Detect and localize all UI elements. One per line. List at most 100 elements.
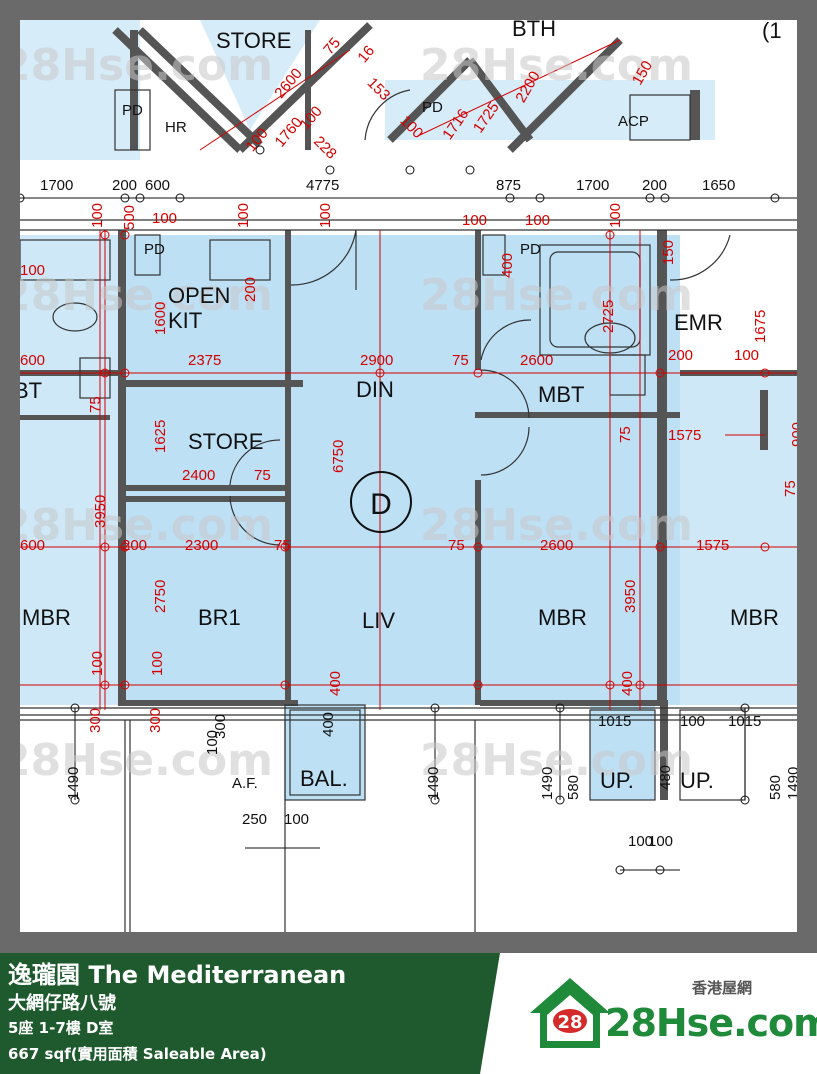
floor-plan: 28Hse.com 28Hse.com 28Hse.com 28Hse.com … bbox=[20, 20, 797, 932]
room-label-hr: HR bbox=[165, 119, 187, 136]
dim-r: 3950 bbox=[92, 495, 109, 528]
dim-b-1490: 1490 bbox=[785, 767, 797, 800]
footer: 逸瓏園 The Mediterranean 大網仔路八號 5座 1-7樓 D室 … bbox=[0, 953, 817, 1074]
property-unit: 5座 1-7樓 D室 bbox=[8, 1019, 114, 1037]
watermark: 28Hse.com bbox=[420, 270, 693, 321]
dim-top-1700: 1700 bbox=[40, 177, 73, 194]
property-address: 大網仔路八號 bbox=[8, 993, 116, 1014]
watermark: 28Hse.com bbox=[20, 500, 273, 551]
dim-b-100: 100 bbox=[680, 713, 705, 730]
room-label-af: A.F. bbox=[232, 775, 258, 792]
dim-b-1490: 1490 bbox=[425, 767, 442, 800]
dim-b-100: 100 bbox=[628, 833, 653, 850]
watermark: 28Hse.com bbox=[20, 270, 273, 321]
dim-r: 400 bbox=[499, 253, 516, 278]
room-label-bth-top: BTH bbox=[512, 20, 556, 41]
dim-r: 100 bbox=[525, 212, 550, 229]
dim-b-1015: 1015 bbox=[598, 713, 631, 730]
dim-r: 200 bbox=[668, 347, 693, 364]
dim-r: 200 bbox=[242, 277, 259, 302]
room-label-mbr: MBR bbox=[538, 605, 587, 630]
room-label-mbr-right: MBR bbox=[730, 605, 779, 630]
dim-r: 75 bbox=[782, 480, 797, 497]
house-logo-icon: 28 bbox=[530, 978, 610, 1048]
watermarks: 28Hse.com 28Hse.com 28Hse.com 28Hse.com … bbox=[20, 40, 693, 786]
dim-top-200: 200 bbox=[112, 177, 137, 194]
dim-b-100: 100 bbox=[204, 730, 221, 755]
dim-r: 2900 bbox=[360, 352, 393, 369]
room-label-bracket: (1 bbox=[762, 20, 782, 43]
logo-text: 28Hse.com bbox=[605, 1001, 817, 1045]
dim-r: 1600 bbox=[152, 302, 169, 335]
room-label-store-top: STORE bbox=[216, 28, 291, 53]
dim-r: 3950 bbox=[622, 580, 639, 613]
dim-r: 2375 bbox=[188, 352, 221, 369]
room-label-kit: KIT bbox=[168, 308, 202, 333]
dim-r: 100 bbox=[152, 210, 177, 227]
dim-r: 300 bbox=[87, 708, 104, 733]
dim-r: 1575 bbox=[696, 537, 729, 554]
dim-b-400: 400 bbox=[320, 712, 337, 737]
watermark: 28Hse.com bbox=[20, 40, 273, 91]
watermark: 28Hse.com bbox=[420, 40, 693, 91]
dimension-lines-red bbox=[20, 39, 797, 710]
dim-top-4775: 4775 bbox=[306, 177, 339, 194]
room-labels: STORE BTH (1 PD HR PD ACP OPEN KIT PD PD… bbox=[20, 20, 782, 793]
dim-b-580: 580 bbox=[565, 775, 582, 800]
dim-r: 228 bbox=[310, 133, 340, 163]
dim-r: 75 bbox=[452, 352, 469, 369]
dim-r: 2300 bbox=[185, 537, 218, 554]
thin-lines bbox=[20, 89, 797, 932]
dim-r: 600 bbox=[20, 352, 45, 369]
dim-r: 2750 bbox=[152, 580, 169, 613]
dim-r: 100 bbox=[734, 347, 759, 364]
dim-r: 100 bbox=[317, 203, 334, 228]
dim-r: 150 bbox=[660, 240, 677, 265]
room-label-pd: PD bbox=[520, 241, 541, 258]
dim-b-1490: 1490 bbox=[539, 767, 556, 800]
dim-b-100: 100 bbox=[284, 811, 309, 828]
site-logo: 28 28Hse.com bbox=[525, 973, 817, 1053]
room-label-pd: PD bbox=[144, 241, 165, 258]
dim-top-600: 600 bbox=[145, 177, 170, 194]
dim-top-1650: 1650 bbox=[702, 177, 735, 194]
dim-r: 100 bbox=[462, 212, 487, 229]
room-label-emr: EMR bbox=[674, 310, 723, 335]
unit-marker-label: D bbox=[370, 488, 392, 521]
room-label-br1: BR1 bbox=[198, 605, 241, 630]
dim-r: 200 bbox=[122, 537, 147, 554]
dim-top-875: 875 bbox=[496, 177, 521, 194]
dim-r: 2200 bbox=[794, 309, 797, 342]
dim-r: 1625 bbox=[152, 420, 169, 453]
dim-b-250: 250 bbox=[242, 811, 267, 828]
watermark: 28Hse.com bbox=[20, 735, 273, 786]
dim-r: 2950 bbox=[794, 579, 797, 612]
dim-b-580: 580 bbox=[767, 775, 784, 800]
dim-r: 900 bbox=[789, 422, 797, 447]
dim-r: 75 bbox=[254, 467, 271, 484]
dim-r: 2600 bbox=[520, 352, 553, 369]
watermark: 28Hse.com bbox=[420, 735, 693, 786]
dim-r: 6750 bbox=[330, 440, 347, 473]
room-label-acp: ACP bbox=[618, 113, 649, 130]
room-label-open: OPEN bbox=[168, 283, 230, 308]
room-label-mbt: MBT bbox=[538, 382, 584, 407]
room-label-bal: BAL. bbox=[300, 766, 348, 791]
dim-b-1490: 1490 bbox=[65, 767, 82, 800]
room-label-din: DIN bbox=[356, 377, 394, 402]
room-label-up: UP. bbox=[680, 768, 714, 793]
dim-b-100: 100 bbox=[648, 833, 673, 850]
dim-r: 100 bbox=[607, 203, 624, 228]
dim-b-1015: 1015 bbox=[728, 713, 761, 730]
room-label-liv: LIV bbox=[362, 608, 395, 633]
dim-top-1700b: 1700 bbox=[576, 177, 609, 194]
dim-r: 400 bbox=[619, 671, 636, 696]
black-dimension-labels: 1700 200 600 4775 875 1700 200 1650 100 … bbox=[40, 177, 797, 850]
footer-banner: 逸瓏園 The Mediterranean 大網仔路八號 5座 1-7樓 D室 … bbox=[0, 953, 500, 1074]
dim-r: 16 bbox=[354, 42, 378, 66]
logo-badge: 28 bbox=[557, 1012, 582, 1033]
dim-r: 400 bbox=[327, 671, 344, 696]
dim-r: 2400 bbox=[182, 467, 215, 484]
unit-marker: D bbox=[350, 471, 412, 533]
dim-r: 75 bbox=[448, 537, 465, 554]
